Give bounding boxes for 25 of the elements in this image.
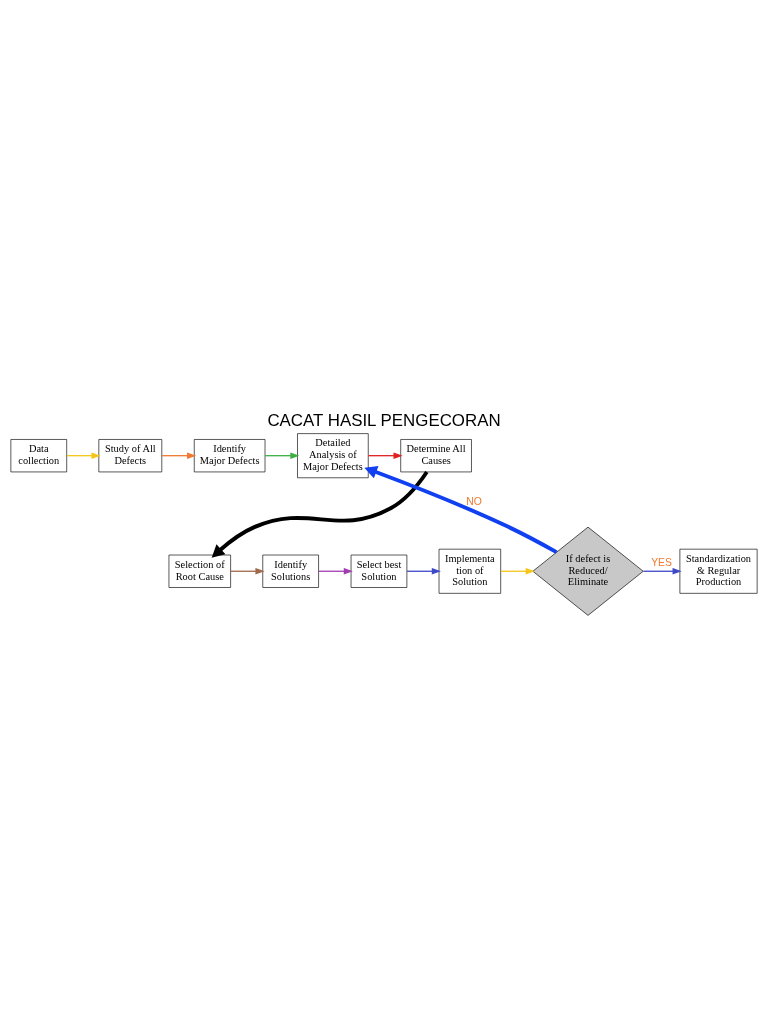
node-box: Identify Solutions [262,554,319,588]
node-box: Selection of Root Cause [168,554,231,588]
arrow [230,567,265,574]
node-box: Detailed Analysis of Major Defects [297,432,369,478]
node-box: Select best Solution [350,554,408,588]
arrow [364,465,558,554]
arrow [500,567,535,574]
node-box: Implementa tion of Solution [438,548,502,594]
node-box: Study of All Defects [98,438,163,472]
edge-label: YES [651,556,672,568]
node-box: Data collection [10,438,67,472]
node-box: Determine All Causes [400,438,472,472]
arrow [642,567,682,574]
arrow [317,567,353,574]
arrow [161,452,197,459]
edge-label: NO [466,495,482,507]
arrow [367,452,403,459]
arrow [211,470,429,558]
node-box: Identify Major Defects [193,438,266,472]
node-box: Standardization & Regular Production [679,548,758,594]
node-diamond: If defect is Reduced/ Eliminate [532,526,644,616]
arrow [66,452,101,459]
arrow [406,567,441,574]
arrow [264,452,300,459]
diagram-title: CACAT HASIL PENGECORAN [267,410,501,430]
